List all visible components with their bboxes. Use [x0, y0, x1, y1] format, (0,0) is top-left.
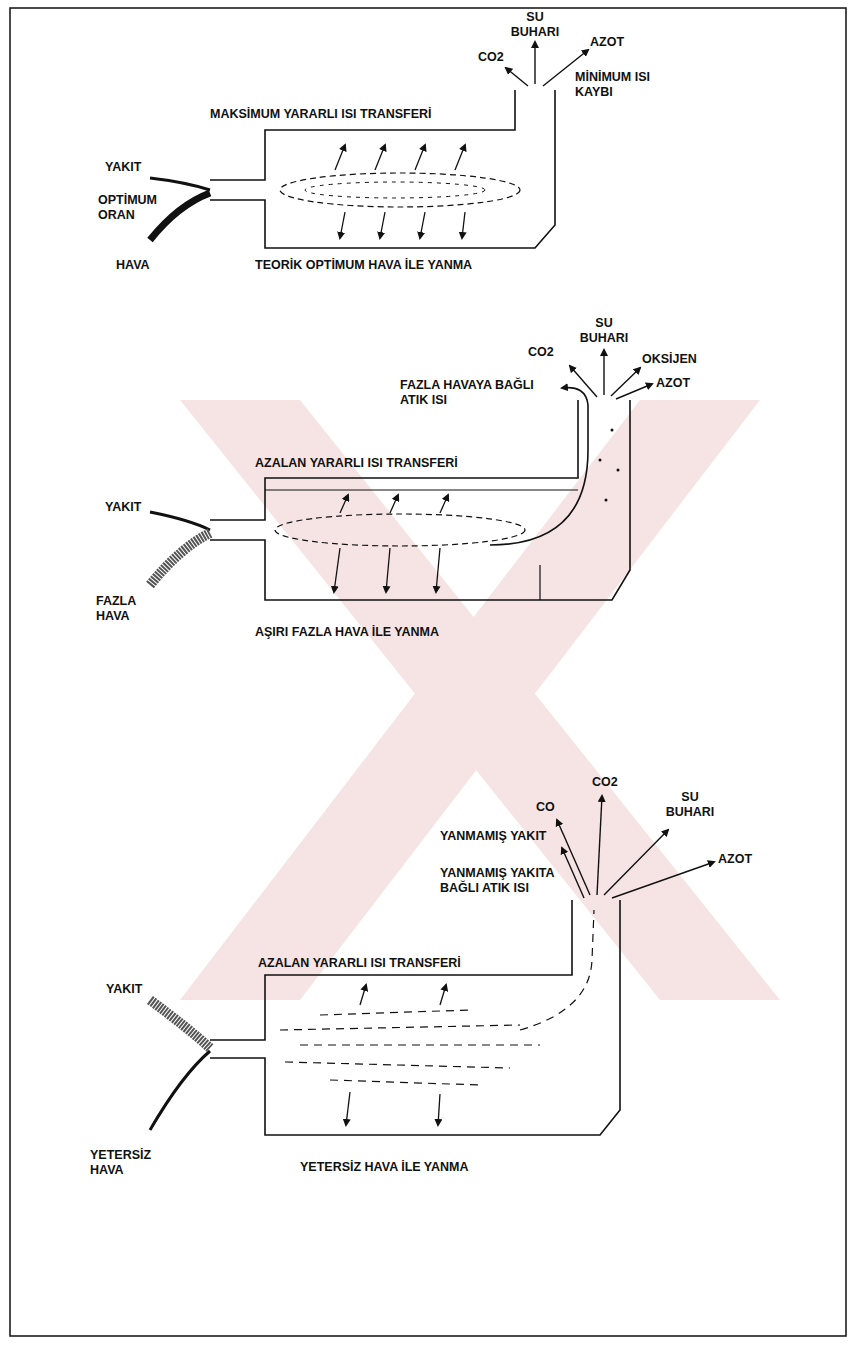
text-label: SU BUHARI — [574, 316, 634, 346]
furnace-wall — [210, 400, 578, 520]
text-label: AZOT — [656, 376, 690, 391]
text-label: AZOT — [590, 35, 624, 50]
text-label: YANMAMIŞ YAKIT — [440, 829, 547, 844]
fuel-stream — [150, 512, 210, 530]
watermark — [180, 400, 760, 1000]
waste-heat-arrow — [490, 388, 588, 545]
text-label: OPTİMUM ORAN — [98, 193, 168, 223]
text-label: YAKIT — [106, 982, 142, 997]
text-label: HAVA — [116, 258, 150, 273]
text-label: CO2 — [478, 50, 504, 65]
furnace-wall — [265, 490, 578, 600]
heat-arrows — [335, 145, 465, 238]
text-label: FAZLA HAVA — [96, 594, 156, 624]
air-stream — [150, 193, 210, 240]
text-label: YETERSİZ HAVA İLE YANMA — [300, 1160, 469, 1175]
air-stream — [150, 533, 210, 585]
watermark — [180, 400, 780, 1000]
flame — [280, 910, 594, 1085]
text-label: MAKSİMUM YARARLI ISI TRANSFERİ — [210, 107, 432, 122]
text-label: CO2 — [592, 775, 618, 790]
gas-arrows — [570, 350, 652, 399]
text-label: YANMAMIŞ YAKITA BAĞLI ATIK ISI — [440, 866, 570, 896]
flame — [280, 173, 520, 207]
text-label: TEORİK OPTİMUM HAVA İLE YANMA — [255, 258, 472, 273]
heat-arrows — [346, 985, 446, 1125]
text-label: CO — [536, 800, 555, 815]
furnace-wall — [210, 90, 515, 180]
dots — [599, 429, 620, 502]
frame — [10, 8, 846, 1336]
air-stream — [150, 1051, 210, 1130]
furnace-wall — [210, 90, 555, 248]
text-label: SU BUHARI — [505, 10, 565, 40]
furnace-wall — [210, 400, 630, 600]
heat-arrows — [334, 495, 448, 592]
text-label: OKSİJEN — [642, 352, 697, 367]
text-label: AZALAN YARARLI ISI TRANSFERİ — [258, 956, 461, 971]
furnace-wall — [210, 900, 620, 1135]
text-label: YAKIT — [105, 160, 141, 175]
text-label: CO2 — [528, 345, 554, 360]
text-label: MİNİMUM ISI KAYBI — [575, 70, 675, 100]
text-label: YETERSİZ HAVA — [90, 1148, 160, 1178]
text-label: AZALAN YARARLI ISI TRANSFERİ — [255, 456, 458, 471]
text-label: FAZLA HAVAYA BAĞLI ATIK ISI — [400, 378, 540, 408]
furnace-wall — [210, 900, 572, 1040]
flame — [305, 182, 485, 198]
fuel-stream — [150, 1000, 210, 1048]
text-label: AZOT — [718, 852, 752, 867]
fuel-stream — [150, 178, 210, 190]
text-label: YAKIT — [105, 500, 141, 515]
text-label: AŞIRI FAZLA HAVA İLE YANMA — [255, 625, 439, 640]
text-label: SU BUHARI — [660, 790, 720, 820]
flame — [275, 514, 525, 546]
